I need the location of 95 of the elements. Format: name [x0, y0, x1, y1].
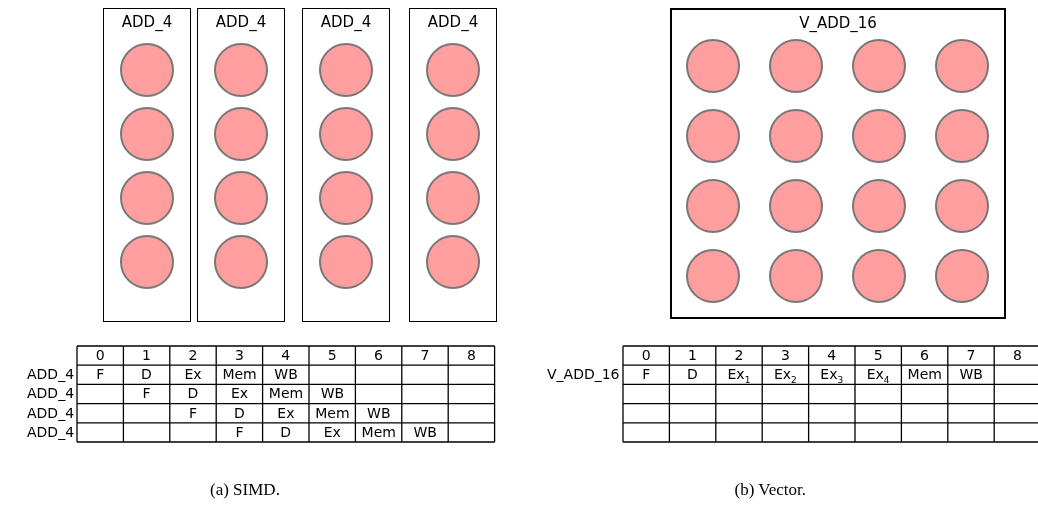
unit-circle	[686, 109, 740, 163]
row-header: ADD_4	[27, 365, 75, 385]
stage-label: Mem	[907, 365, 942, 385]
unit-title: ADD_4	[214, 13, 268, 31]
stage-label: Mem	[315, 403, 350, 423]
simd-unit-box	[409, 8, 497, 322]
cycle-number: 5	[873, 346, 883, 365]
stage-label: WB	[413, 422, 437, 442]
stage-label: D	[233, 403, 245, 423]
unit-circle	[852, 39, 906, 93]
unit-circle	[935, 109, 989, 163]
stage-label: F	[642, 365, 651, 385]
cycle-number: 4	[281, 346, 291, 365]
simd-unit-box	[302, 8, 390, 322]
unit-title: ADD_4	[319, 13, 373, 31]
unit-circle	[769, 249, 823, 303]
unit-circle	[120, 171, 174, 225]
unit-circle	[426, 235, 480, 289]
unit-circle	[769, 39, 823, 93]
stage-label: Ex	[323, 422, 341, 442]
stage-label: D	[687, 365, 698, 385]
stage-label: WB	[959, 365, 983, 385]
stage-label: Ex$_{4}$	[866, 365, 890, 385]
unit-circle	[935, 179, 989, 233]
stage-label: Ex	[277, 403, 295, 423]
cycle-number: 8	[1012, 346, 1022, 365]
unit-circle	[319, 235, 373, 289]
cycle-number: 1	[688, 346, 697, 365]
cycle-number: 0	[95, 346, 105, 365]
unit-title: V_ADD_16	[798, 14, 878, 32]
stage-label: Ex$_{1}$	[727, 365, 751, 385]
unit-circle	[686, 249, 740, 303]
cycle-number: 6	[920, 346, 929, 365]
figure-caption: (a) SIMD.	[210, 480, 280, 500]
cycle-number: 3	[780, 346, 790, 365]
unit-circle	[214, 171, 268, 225]
cycle-number: 7	[420, 346, 430, 365]
stage-label: Ex	[184, 365, 202, 385]
unit-circle	[214, 235, 268, 289]
unit-circle	[120, 107, 174, 161]
stage-label: D	[280, 422, 292, 442]
unit-circle	[214, 107, 268, 161]
cycle-number: 1	[142, 346, 151, 365]
stage-label: WB	[274, 365, 298, 385]
unit-circle	[319, 107, 373, 161]
row-header: V_ADD_16	[547, 365, 620, 385]
stage-label: Ex$_{2}$	[773, 365, 797, 385]
stage-label: D	[187, 384, 199, 404]
unit-circle	[214, 43, 268, 97]
unit-circle	[120, 235, 174, 289]
simd-unit-box	[197, 8, 285, 322]
unit-circle	[686, 179, 740, 233]
unit-circle	[426, 171, 480, 225]
cycle-number: 6	[374, 346, 383, 365]
unit-circle	[426, 107, 480, 161]
stage-label: F	[142, 384, 151, 404]
unit-circle	[319, 43, 373, 97]
unit-circle	[686, 39, 740, 93]
cycle-number: 3	[234, 346, 244, 365]
unit-circle	[852, 249, 906, 303]
stage-label: Mem	[361, 422, 396, 442]
row-header: ADD_4	[27, 403, 75, 423]
unit-circle	[852, 179, 906, 233]
stage-label: Ex$_{3}$	[820, 365, 844, 385]
stage-label: F	[96, 365, 105, 385]
unit-circle	[769, 109, 823, 163]
simd-unit-box	[103, 8, 191, 322]
unit-circle	[319, 171, 373, 225]
cycle-number: 7	[966, 346, 976, 365]
stage-label: WB	[320, 384, 345, 404]
row-header: ADD_4	[27, 422, 75, 442]
cycle-number: 5	[327, 346, 337, 365]
cycle-number: 8	[466, 346, 476, 365]
figure-caption: (b) Vector.	[734, 480, 806, 500]
stage-label: Mem	[222, 365, 257, 385]
vector-unit-box	[670, 8, 1006, 319]
cycle-number: 4	[827, 346, 837, 365]
unit-circle	[769, 179, 823, 233]
stage-label: F	[235, 422, 244, 442]
unit-circle	[935, 249, 989, 303]
unit-circle	[120, 43, 174, 97]
unit-circle	[852, 109, 906, 163]
stage-label: Mem	[268, 384, 304, 404]
cycle-number: 2	[188, 346, 198, 365]
cycle-number: 0	[641, 346, 651, 365]
stage-label: WB	[367, 403, 391, 423]
stage-label: F	[189, 403, 198, 423]
unit-circle	[935, 39, 989, 93]
unit-title: ADD_4	[426, 13, 480, 31]
unit-title: ADD_4	[120, 13, 174, 31]
stage-label: D	[141, 365, 152, 385]
unit-circle	[426, 43, 480, 97]
row-header: ADD_4	[27, 384, 75, 404]
stage-label: Ex	[230, 384, 249, 404]
cycle-number: 2	[734, 346, 744, 365]
